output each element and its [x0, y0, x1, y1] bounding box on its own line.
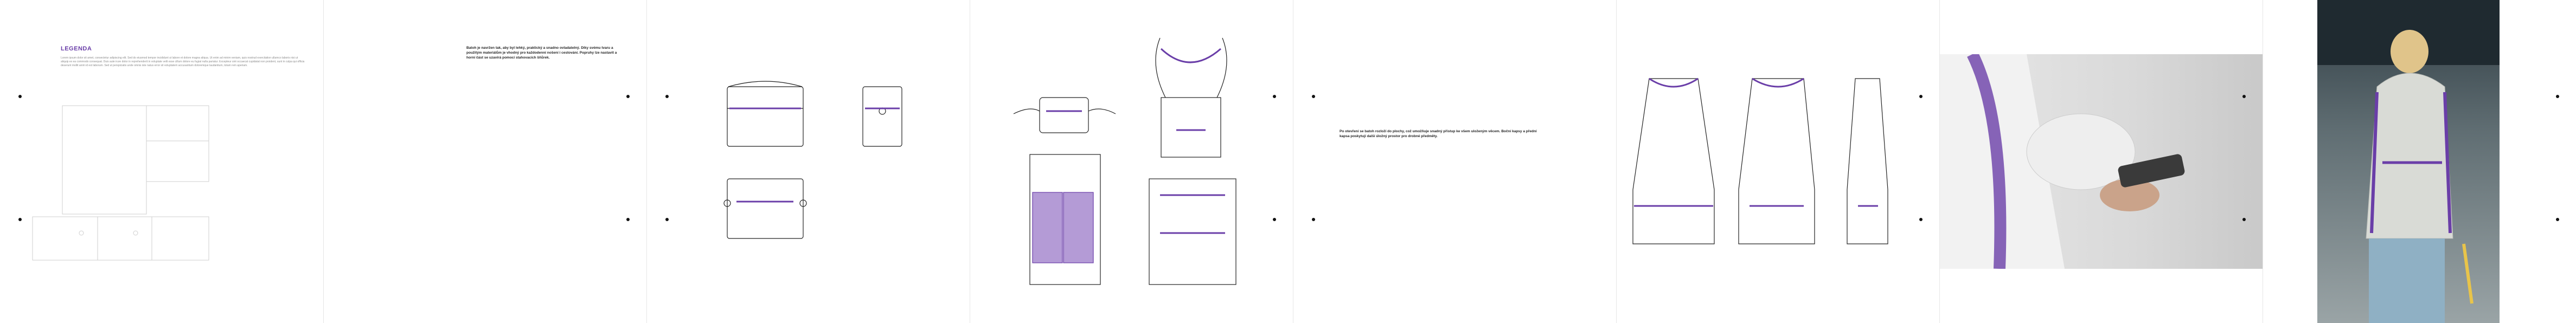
legend-title: LEGENDA	[61, 46, 92, 52]
page-6	[1616, 0, 1940, 323]
registration-mark	[626, 95, 630, 98]
page-4	[970, 0, 1293, 323]
product-photo-hands	[1940, 54, 2263, 269]
registration-mark	[1312, 95, 1315, 98]
open-panel-fill	[1063, 192, 1094, 263]
page-8	[2263, 0, 2576, 323]
page-3	[646, 0, 970, 323]
registration-mark	[1919, 95, 1923, 98]
technical-drawing-set-2	[1013, 37, 1236, 285]
registration-mark	[665, 95, 669, 98]
registration-mark	[2556, 95, 2559, 98]
technical-drawing-set-3	[1632, 77, 1888, 244]
pattern-sketch	[32, 105, 209, 261]
open-panel-fill	[1032, 192, 1063, 263]
page-2	[323, 0, 647, 323]
page-1: LEGENDA Lorem ipsum dolor sit amet, cons…	[0, 0, 323, 323]
registration-mark	[18, 95, 22, 98]
registration-mark	[626, 218, 630, 221]
legend-paragraph: Lorem ipsum dolor sit amet, consectetur …	[61, 56, 305, 67]
registration-mark	[1273, 95, 1276, 98]
registration-mark	[2242, 95, 2246, 98]
photo-illustration	[1940, 54, 2185, 269]
description-paragraph-2: Po otevření se batoh rozloží do plochy, …	[1340, 130, 1537, 138]
technical-drawing-set-1	[723, 81, 902, 239]
registration-mark	[1919, 218, 1923, 221]
registration-mark	[2242, 218, 2246, 221]
photo-illustration	[2317, 0, 2500, 323]
registration-mark	[2556, 218, 2559, 221]
registration-mark	[665, 218, 669, 221]
description-paragraph: Batoh je navržen tak, aby byl lehký, pra…	[466, 46, 617, 60]
page-5	[1293, 0, 1617, 323]
registration-mark	[18, 218, 22, 221]
registration-mark	[1312, 218, 1315, 221]
product-photo-wearer	[2317, 0, 2500, 323]
registration-mark	[1273, 218, 1276, 221]
page-7	[1939, 0, 2263, 323]
